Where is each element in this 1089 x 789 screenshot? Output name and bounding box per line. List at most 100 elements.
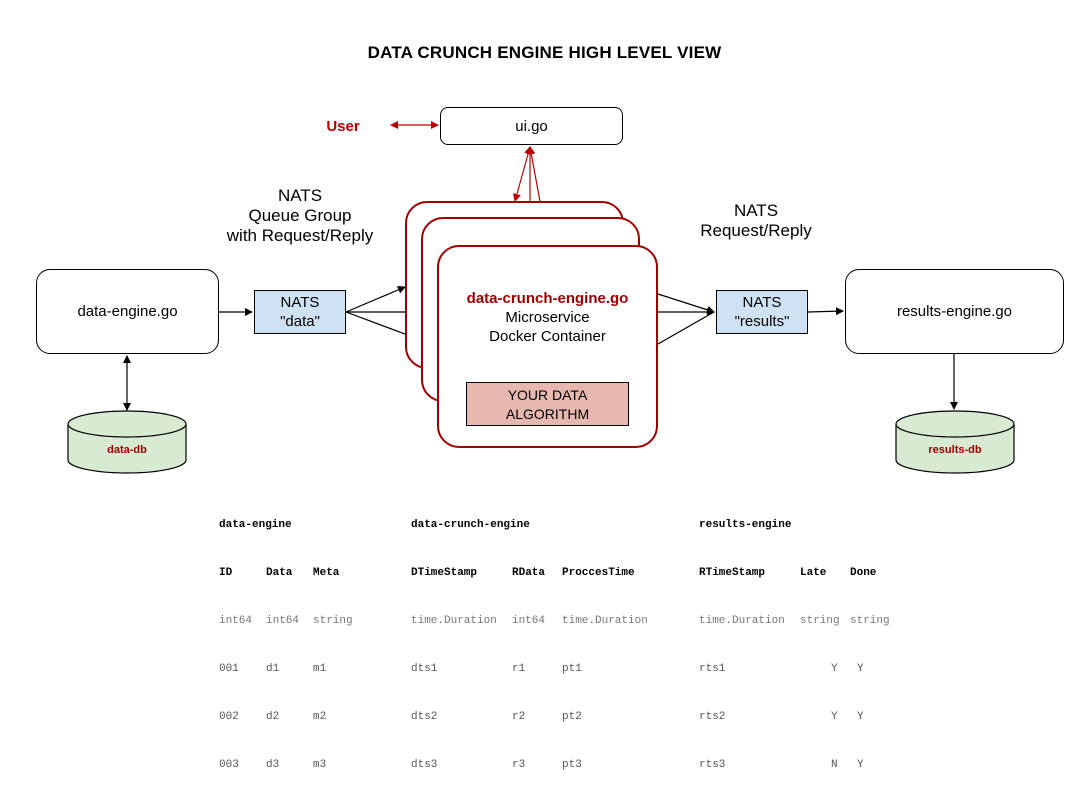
table-cell: dts3 — [411, 759, 438, 771]
table-title: data-crunch-engine — [411, 519, 530, 531]
table-type-row: time.Duration string string — [699, 613, 890, 629]
table-type: int64 — [219, 615, 253, 627]
results-db-label: results-db — [928, 444, 982, 456]
table-cell: rts2 — [699, 711, 726, 723]
table-row: 001 d1 m1 — [219, 661, 353, 677]
algorithm-line-1: YOUR DATA — [507, 387, 588, 403]
table-type: string — [850, 615, 890, 627]
table-header: Done — [850, 567, 877, 579]
table-cell: 001 — [219, 663, 239, 675]
table-row: dts3 r3 pt3 — [411, 757, 648, 773]
table-header: RData — [512, 567, 546, 579]
table-cell: dts2 — [411, 711, 438, 723]
nats-data-line-1: NATS — [280, 294, 320, 311]
table-row: rts3 N Y — [699, 757, 890, 773]
table-cell: 003 — [219, 759, 239, 771]
table-cell: r3 — [512, 759, 526, 771]
table-cell: Y — [831, 663, 838, 675]
nats-results-line-1: NATS — [742, 294, 782, 311]
table-cell: 002 — [219, 711, 239, 723]
ui-go-box: ui.go — [440, 107, 623, 145]
table-cell: rts1 — [699, 663, 726, 675]
table-cell: Y — [857, 663, 864, 675]
results-db-cylinder — [895, 410, 1015, 474]
table-row: dts2 r2 pt2 — [411, 709, 648, 725]
table-type: time.Duration — [699, 615, 785, 627]
request-reply-line-2: Request/Reply — [700, 221, 812, 240]
table-cell: pt3 — [562, 759, 582, 771]
table-type-row: int64 int64 string — [219, 613, 353, 629]
table-row: dts1 r1 pt1 — [411, 661, 648, 677]
connector-layer — [67, 121, 1015, 474]
table-type: string — [800, 615, 840, 627]
table-cell: dts1 — [411, 663, 438, 675]
table-cell: rts3 — [699, 759, 726, 771]
table-header-row: RTimeStamp Late Done — [699, 565, 890, 581]
table-row: rts1 Y Y — [699, 661, 890, 677]
table-header: Data — [266, 567, 293, 579]
table-cell: m1 — [313, 663, 327, 675]
table-type-row: time.Duration int64 time.Duration — [411, 613, 648, 629]
algorithm-line-2: ALGORITHM — [505, 406, 590, 422]
data-db-cylinder — [67, 410, 187, 474]
table-cell: Y — [857, 711, 864, 723]
table-cell: d1 — [266, 663, 280, 675]
ms-nats-line-3 — [657, 311, 715, 345]
table-header: DTimeStamp — [411, 567, 478, 579]
nats-results-box: NATS "results" — [716, 290, 808, 334]
queue-group-line-2: Queue Group — [248, 206, 352, 225]
table-header: ID — [219, 567, 233, 579]
microservice-container: Docker Container — [489, 328, 606, 345]
table-cell: r2 — [512, 711, 526, 723]
user-label: User — [326, 118, 360, 135]
table-row: 002 d2 m2 — [219, 709, 353, 725]
algorithm-box: YOUR DATA ALGORITHM — [466, 382, 629, 426]
table-cell: Y — [857, 759, 864, 771]
table-type: time.Duration — [562, 615, 648, 627]
results-engine-box: results-engine.go — [845, 269, 1064, 354]
table-cell: m2 — [313, 711, 327, 723]
table-row: rts2 Y Y — [699, 709, 890, 725]
results-engine-table: results-engine RTimeStamp Late Done time.D… — [699, 485, 890, 789]
table-type: string — [313, 615, 353, 627]
table-type: int64 — [512, 615, 546, 627]
microservice-type: Microservice — [505, 309, 590, 326]
nats-data-box: NATS "data" — [254, 290, 346, 334]
request-reply-label: NATS Request/Reply — [686, 201, 826, 241]
nats-results-line-2: "results" — [734, 313, 790, 330]
data-db-label: data-db — [107, 444, 147, 456]
table-cell: pt1 — [562, 663, 582, 675]
table-type: time.Duration — [411, 615, 497, 627]
table-cell: Y — [831, 711, 838, 723]
table-header: Meta — [313, 567, 340, 579]
table-title: results-engine — [699, 519, 792, 531]
table-header: RTimeStamp — [699, 567, 766, 579]
table-cell: N — [831, 759, 838, 771]
queue-group-line-3: with Request/Reply — [226, 226, 374, 245]
table-header: ProccesTime — [562, 567, 635, 579]
table-cell: m3 — [313, 759, 327, 771]
table-title: data-engine — [219, 519, 292, 531]
ui-ms-arrow-1 — [513, 146, 532, 202]
table-header: Late — [800, 567, 827, 579]
table-type: int64 — [266, 615, 300, 627]
table-header-row: ID Data Meta — [219, 565, 353, 581]
nats-ms-arrow-1 — [345, 286, 406, 313]
table-cell: d3 — [266, 759, 280, 771]
queue-group-line-1: NATS — [277, 186, 323, 205]
table-row: 003 d3 m3 — [219, 757, 353, 773]
request-reply-line-1: NATS — [733, 201, 779, 220]
nats-data-line-2: "data" — [280, 313, 320, 330]
microservice-name: data-crunch-engine.go — [466, 290, 629, 307]
page-title: DATA CRUNCH ENGINE HIGH LEVEL VIEW — [367, 43, 722, 62]
ms-nats-arrow-1 — [657, 293, 715, 314]
data-engine-box: data-engine.go — [36, 269, 219, 354]
queue-group-label: NATS Queue Group with Request/Reply — [210, 186, 390, 246]
table-cell: d2 — [266, 711, 280, 723]
data-crunch-engine-table: data-crunch-engine DTimeStamp RData Procce… — [411, 485, 648, 789]
table-header-row: DTimeStamp RData ProccesTime — [411, 565, 648, 581]
nats-re-arrow — [807, 307, 844, 316]
table-cell: pt2 — [562, 711, 582, 723]
table-cell: r1 — [512, 663, 526, 675]
